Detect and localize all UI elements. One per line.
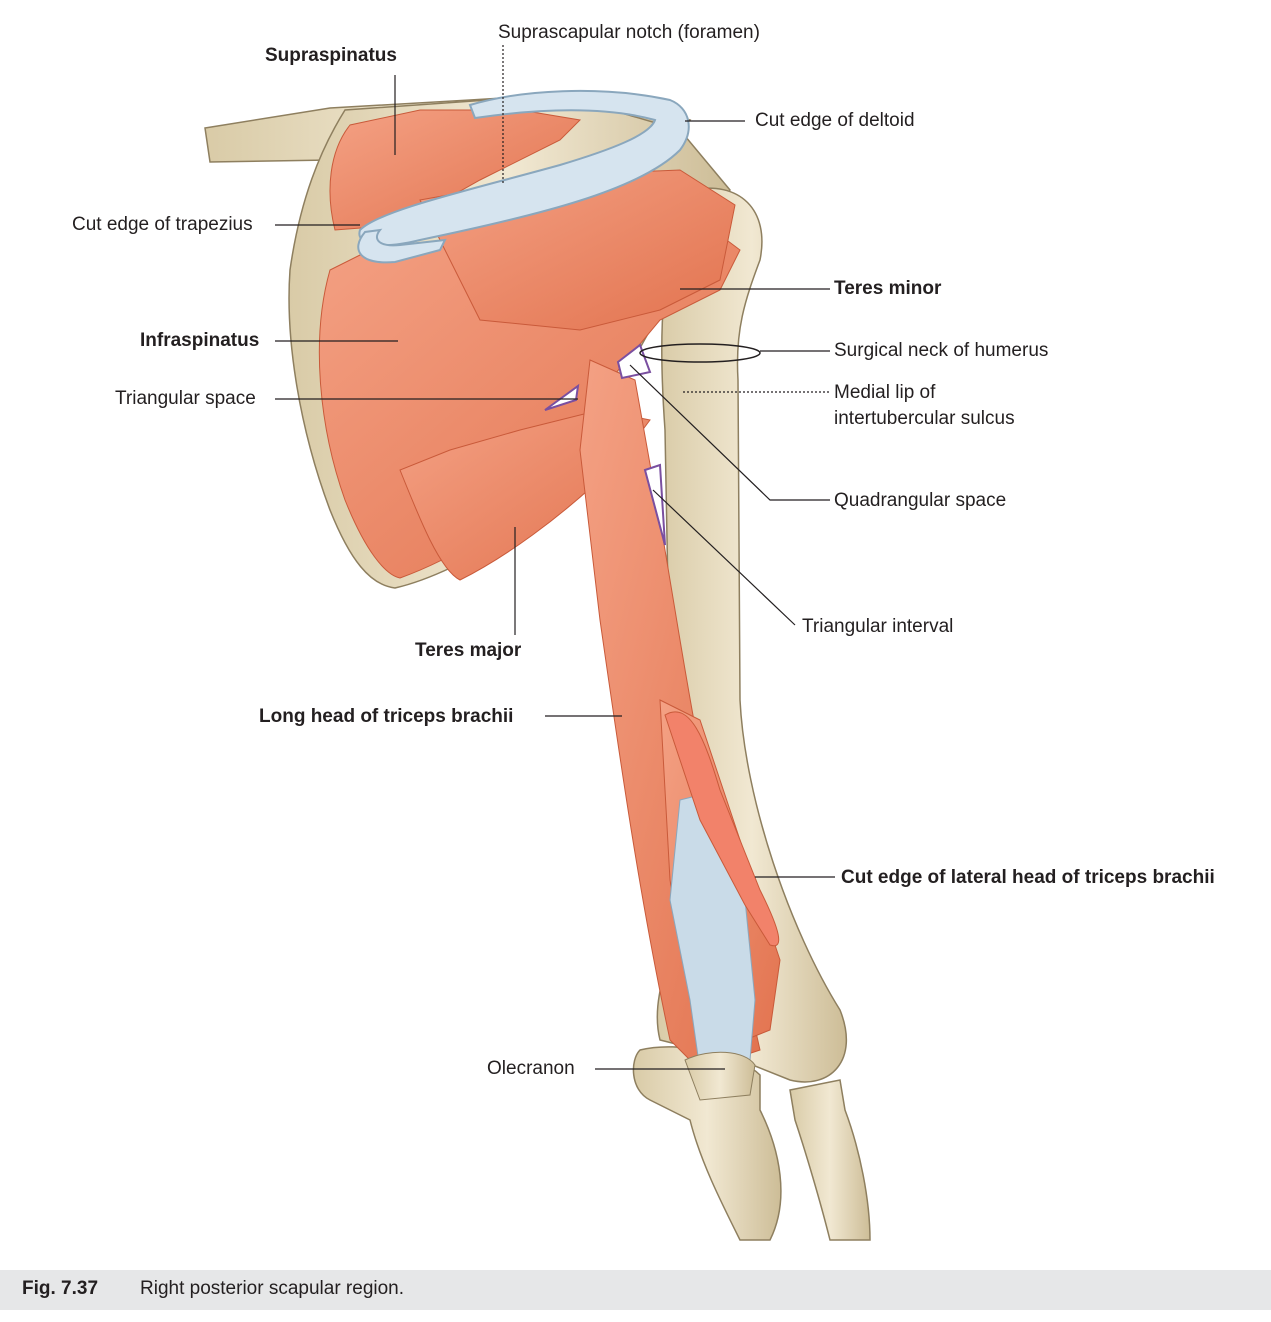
label-quadrangular-space: Quadrangular space [834, 490, 1007, 511]
label-triangular-space: Triangular space [115, 388, 256, 409]
figure-caption: Right posterior scapular region. [140, 1278, 405, 1299]
figure-number: Fig. 7.37 [22, 1278, 99, 1299]
label-surgical-neck: Surgical neck of humerus [834, 340, 1049, 361]
label-long-head-triceps: Long head of triceps brachii [259, 706, 514, 727]
label-cut-edge-trapezius: Cut edge of trapezius [72, 214, 253, 235]
olecranon-bone [684, 1051, 756, 1101]
leader-lines [275, 45, 835, 1070]
cut-lateral-head [664, 711, 780, 947]
radius [789, 1079, 871, 1241]
triangular-interval [643, 463, 666, 546]
label-supraspinatus: Supraspinatus [265, 45, 397, 66]
label-cut-edge-deltoid: Cut edge of deltoid [755, 110, 915, 131]
triangular-space [544, 383, 580, 411]
surgical-neck-ring [639, 343, 761, 363]
label-triangular-interval: Triangular interval [802, 616, 954, 637]
label-suprascapular-notch: Suprascapular notch (foramen) [498, 22, 760, 43]
label-medial-lip-2: intertubercular sulcus [834, 408, 1015, 429]
supraspinatus-muscle [329, 109, 582, 231]
label-teres-minor: Teres minor [834, 278, 942, 299]
quadrangular-space [616, 343, 652, 380]
label-teres-major: Teres major [415, 640, 522, 661]
cut-trapezius-edge [357, 228, 447, 264]
label-infraspinatus: Infraspinatus [140, 330, 260, 351]
label-medial-lip-1: Medial lip of [834, 382, 936, 403]
label-cut-edge-lateral-triceps: Cut edge of lateral head of triceps brac… [841, 867, 1215, 888]
label-olecranon: Olecranon [487, 1058, 575, 1079]
anatomy-illustration [204, 45, 871, 1241]
figure-caption-bar: Fig. 7.37 Right posterior scapular regio… [0, 1270, 1271, 1310]
